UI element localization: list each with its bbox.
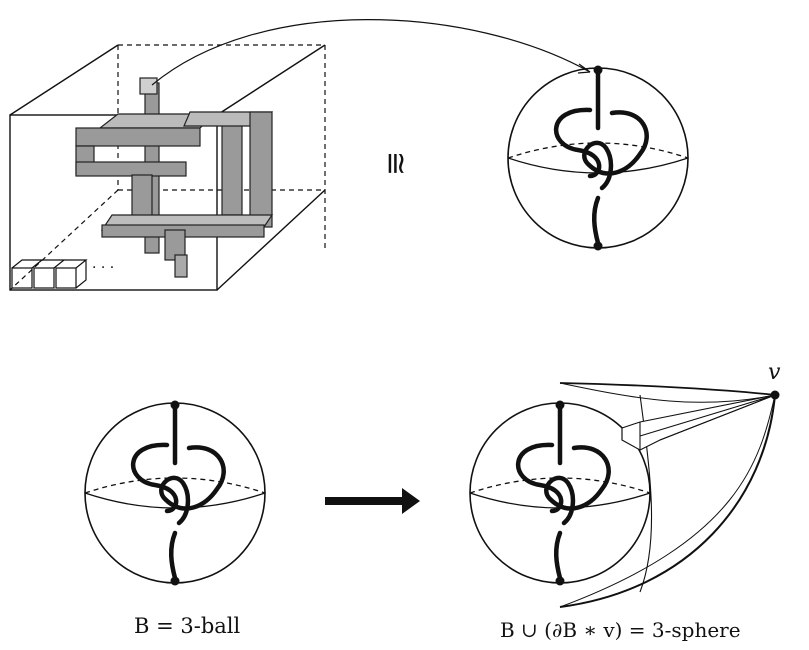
cube-diagram [9,19,591,291]
continuation-dots: · · · [92,260,115,276]
ball-caption: B = 3-ball [134,614,241,638]
sphere-caption: B ∪ (∂B ∗ v) = 3-sphere [500,618,741,642]
cone-vertex-point [770,390,780,400]
cone-construction [470,382,780,608]
congruence-symbol: ≅ [378,150,414,177]
bottom-knot-ball [85,401,265,586]
tube-knot [75,77,274,278]
top-knot-ball [508,66,688,251]
transform-arrow [325,488,420,514]
vertex-label: v [768,360,781,385]
cone-tube [621,394,776,451]
unit-cubes [11,259,88,289]
